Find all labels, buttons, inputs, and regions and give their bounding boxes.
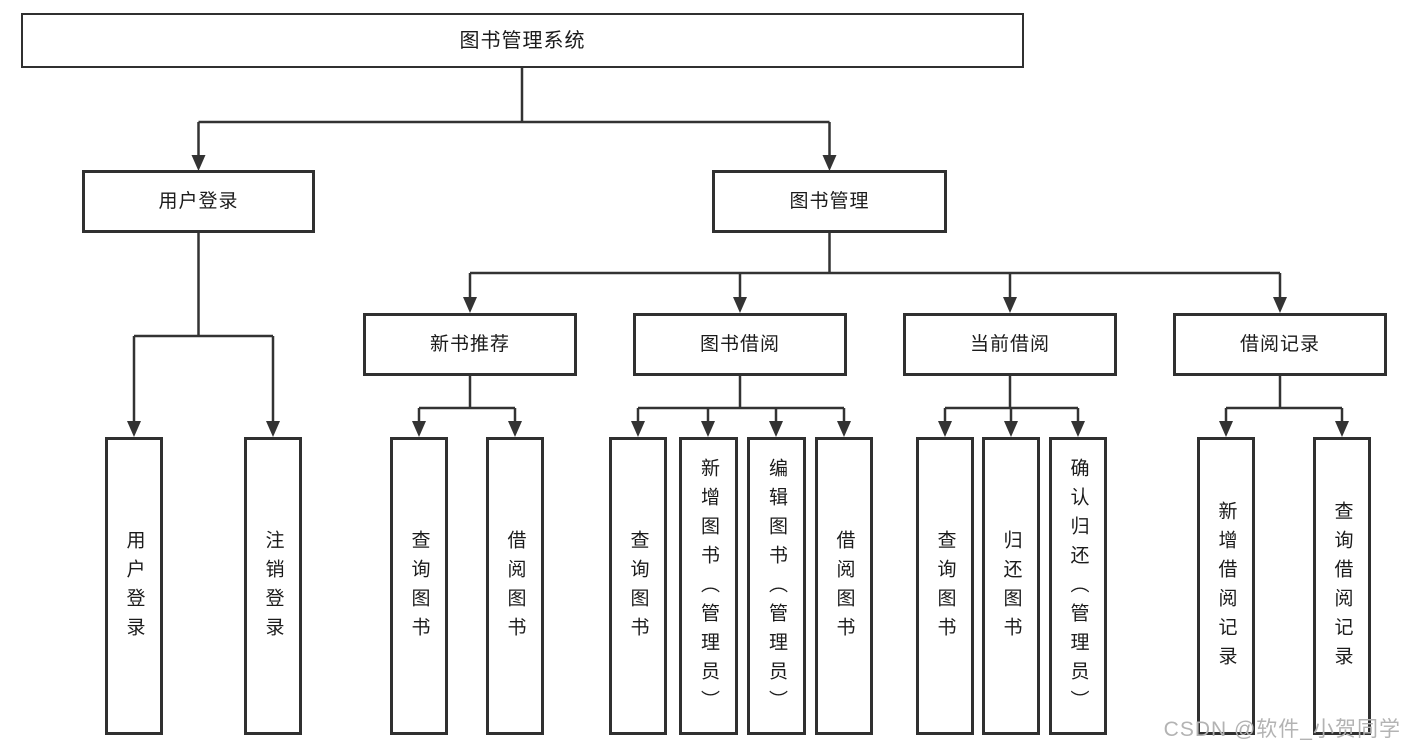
leaf-borrowing-borrow-books: 借阅图书 [815, 437, 873, 735]
arrow-down-icon [822, 155, 837, 171]
edges-book-management-to-level3 [463, 233, 1287, 313]
arrow-down-icon [1335, 421, 1349, 437]
arrow-down-icon [1003, 297, 1017, 313]
leaf-newbook-borrow-books: 借阅图书 [486, 437, 544, 735]
arrow-down-icon [463, 297, 477, 313]
arrow-down-icon [127, 421, 141, 437]
node-book-borrowing: 图书借阅 [633, 313, 847, 376]
leaf-records-query-borrow-record: 查询借阅记录 [1313, 437, 1371, 735]
arrow-down-icon [191, 155, 206, 171]
leaf-records-add-borrow-record: 新增借阅记录 [1197, 437, 1255, 735]
node-current-borrowing: 当前借阅 [903, 313, 1117, 376]
leaf-borrowing-edit-books-admin: 编辑图书（管理员） [747, 437, 806, 735]
arrow-down-icon [1071, 421, 1085, 437]
arrow-down-icon [508, 421, 522, 437]
leaf-borrowing-query-books: 查询图书 [609, 437, 667, 735]
csdn-watermark: CSDN @软件_小贺同学 [1163, 718, 1401, 741]
arrow-down-icon [1004, 421, 1018, 437]
edges-book-borrow-group [631, 376, 851, 437]
edges-current-borrow-group [938, 376, 1085, 437]
arrow-down-icon [837, 421, 851, 437]
leaf-borrowing-add-books-admin: 新增图书（管理员） [679, 437, 738, 735]
edges-root-to-level2 [191, 68, 837, 171]
leaf-current-return-books: 归还图书 [982, 437, 1040, 735]
node-book-management: 图书管理 [712, 170, 947, 233]
edges-borrow-record-group [1219, 376, 1349, 437]
leaf-current-query-books: 查询图书 [916, 437, 974, 735]
arrow-down-icon [1219, 421, 1233, 437]
arrow-down-icon [266, 421, 280, 437]
arrow-down-icon [631, 421, 645, 437]
node-library-system: 图书管理系统 [21, 13, 1024, 68]
arrow-down-icon [701, 421, 715, 437]
arrow-down-icon [412, 421, 426, 437]
arrow-down-icon [769, 421, 783, 437]
leaf-current-confirm-return-admin: 确认归还（管理员） [1049, 437, 1107, 735]
arrow-down-icon [733, 297, 747, 313]
node-user-login: 用户登录 [82, 170, 315, 233]
arrow-down-icon [1273, 297, 1287, 313]
node-borrow-records: 借阅记录 [1173, 313, 1387, 376]
node-new-book-recommendation: 新书推荐 [363, 313, 577, 376]
leaf-newbook-query-books: 查询图书 [390, 437, 448, 735]
edges-user-login-group [127, 233, 280, 437]
edges-new-book-group [412, 376, 522, 437]
leaf-logout-login: 注销登录 [244, 437, 302, 735]
leaf-user-login: 用户登录 [105, 437, 163, 735]
arrow-down-icon [938, 421, 952, 437]
